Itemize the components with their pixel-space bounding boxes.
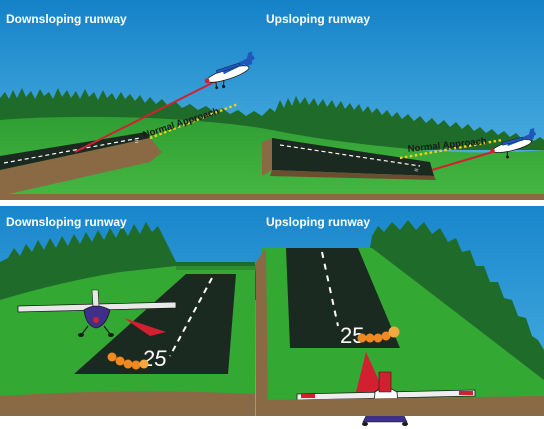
top-right-runway-embankment [262,138,272,176]
top-panel: = Normal Approach = Normal Approach [0,0,544,200]
top-dirt-strip [0,194,544,200]
bottom-left-dirt [0,391,255,416]
bottom-panel: 25 25 [0,206,544,426]
top-right-title: Upsloping runway [266,12,370,26]
top-left-title: Downsloping runway [6,12,127,26]
bottom-left-title: Downsloping runway [6,215,127,229]
bottom-right-title: Upsloping runway [266,215,370,229]
bottom-right-embankment [256,248,268,416]
bottom-left-horizon-band [176,266,255,270]
